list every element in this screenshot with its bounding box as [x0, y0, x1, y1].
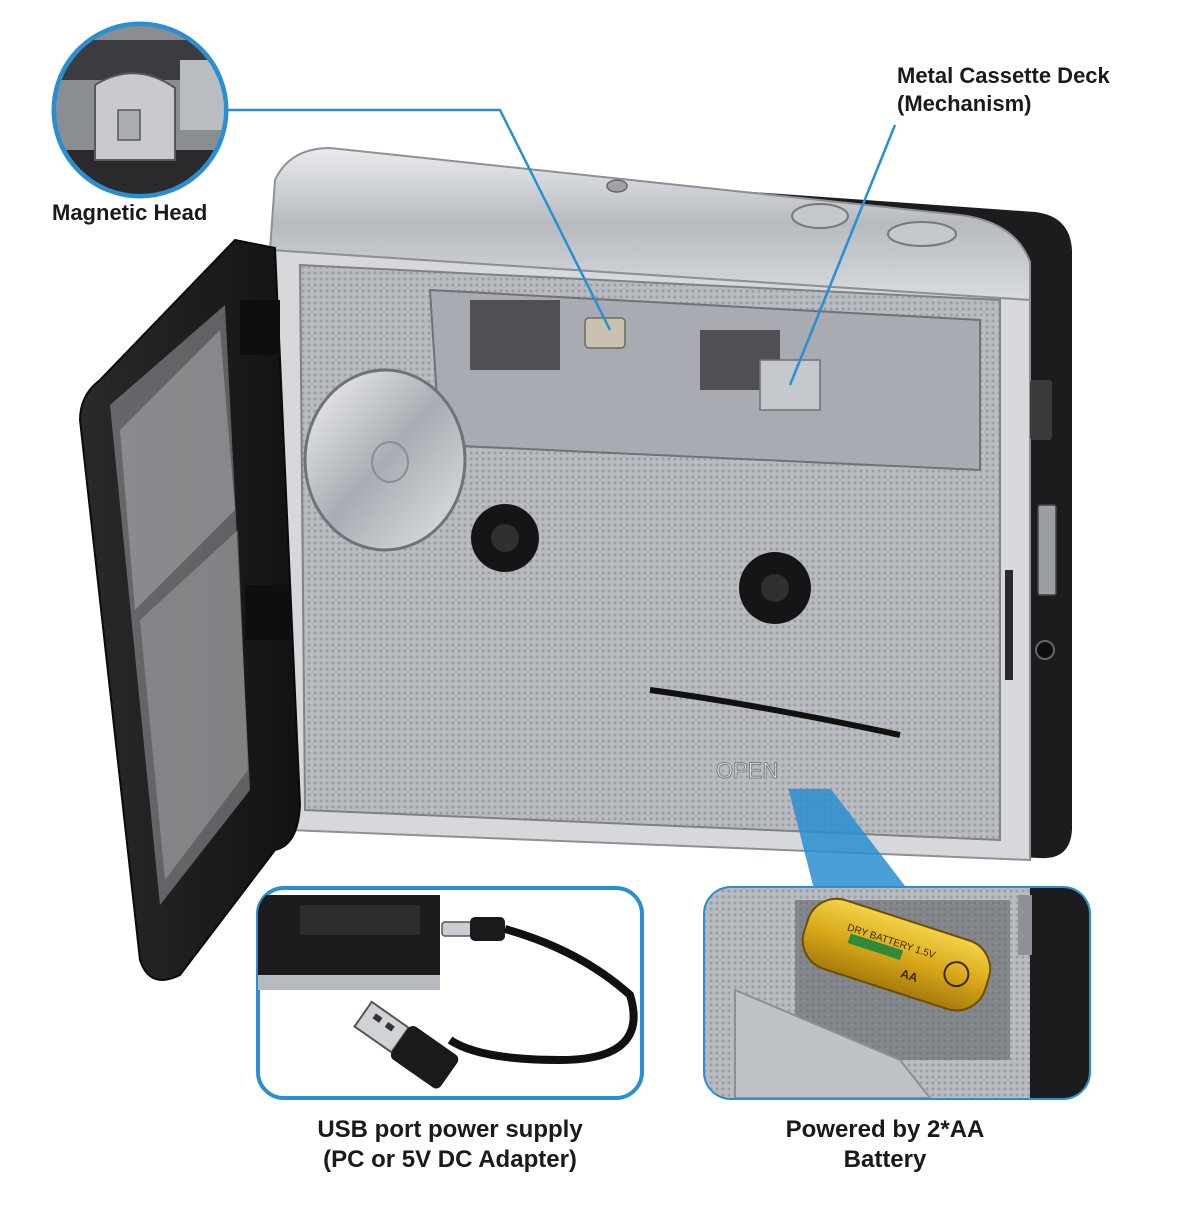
magnetic-head-label: Magnetic Head — [52, 199, 207, 227]
battery-size: AA — [899, 966, 920, 985]
reel-spindles — [471, 504, 811, 624]
battery-label-line1: Powered by 2*AA — [785, 1116, 985, 1143]
take-up-reel — [303, 368, 467, 552]
battery-label-line2: Battery — [843, 1146, 927, 1173]
metal-cassette-deck-label: Metal Cassette Deck (Mechanism) — [897, 62, 1110, 117]
deck-label-line1: Metal Cassette Deck — [897, 63, 1110, 88]
magnetic-head-inset — [51, 21, 229, 199]
open-door — [78, 238, 302, 981]
deck-label-line2: (Mechanism) — [897, 90, 1032, 116]
usb-label-line1: USB port power supply — [317, 1116, 583, 1143]
tape-slot — [649, 687, 901, 738]
usb-inset — [256, 886, 644, 1100]
player-body — [268, 146, 1072, 862]
magnetic-head-text: Magnetic Head — [52, 200, 208, 225]
callout-lines — [220, 108, 908, 890]
usb-power-label: USB port power supply (PC or 5V DC Adapt… — [250, 1115, 650, 1175]
battery-inset: DRY BATTERY 1.5V AA — [703, 886, 1091, 1100]
usb-label-line2: (PC or 5V DC Adapter) — [323, 1146, 577, 1173]
open-marking: OPEN — [716, 758, 778, 783]
battery-power-label: Powered by 2*AA Battery — [735, 1115, 1035, 1175]
